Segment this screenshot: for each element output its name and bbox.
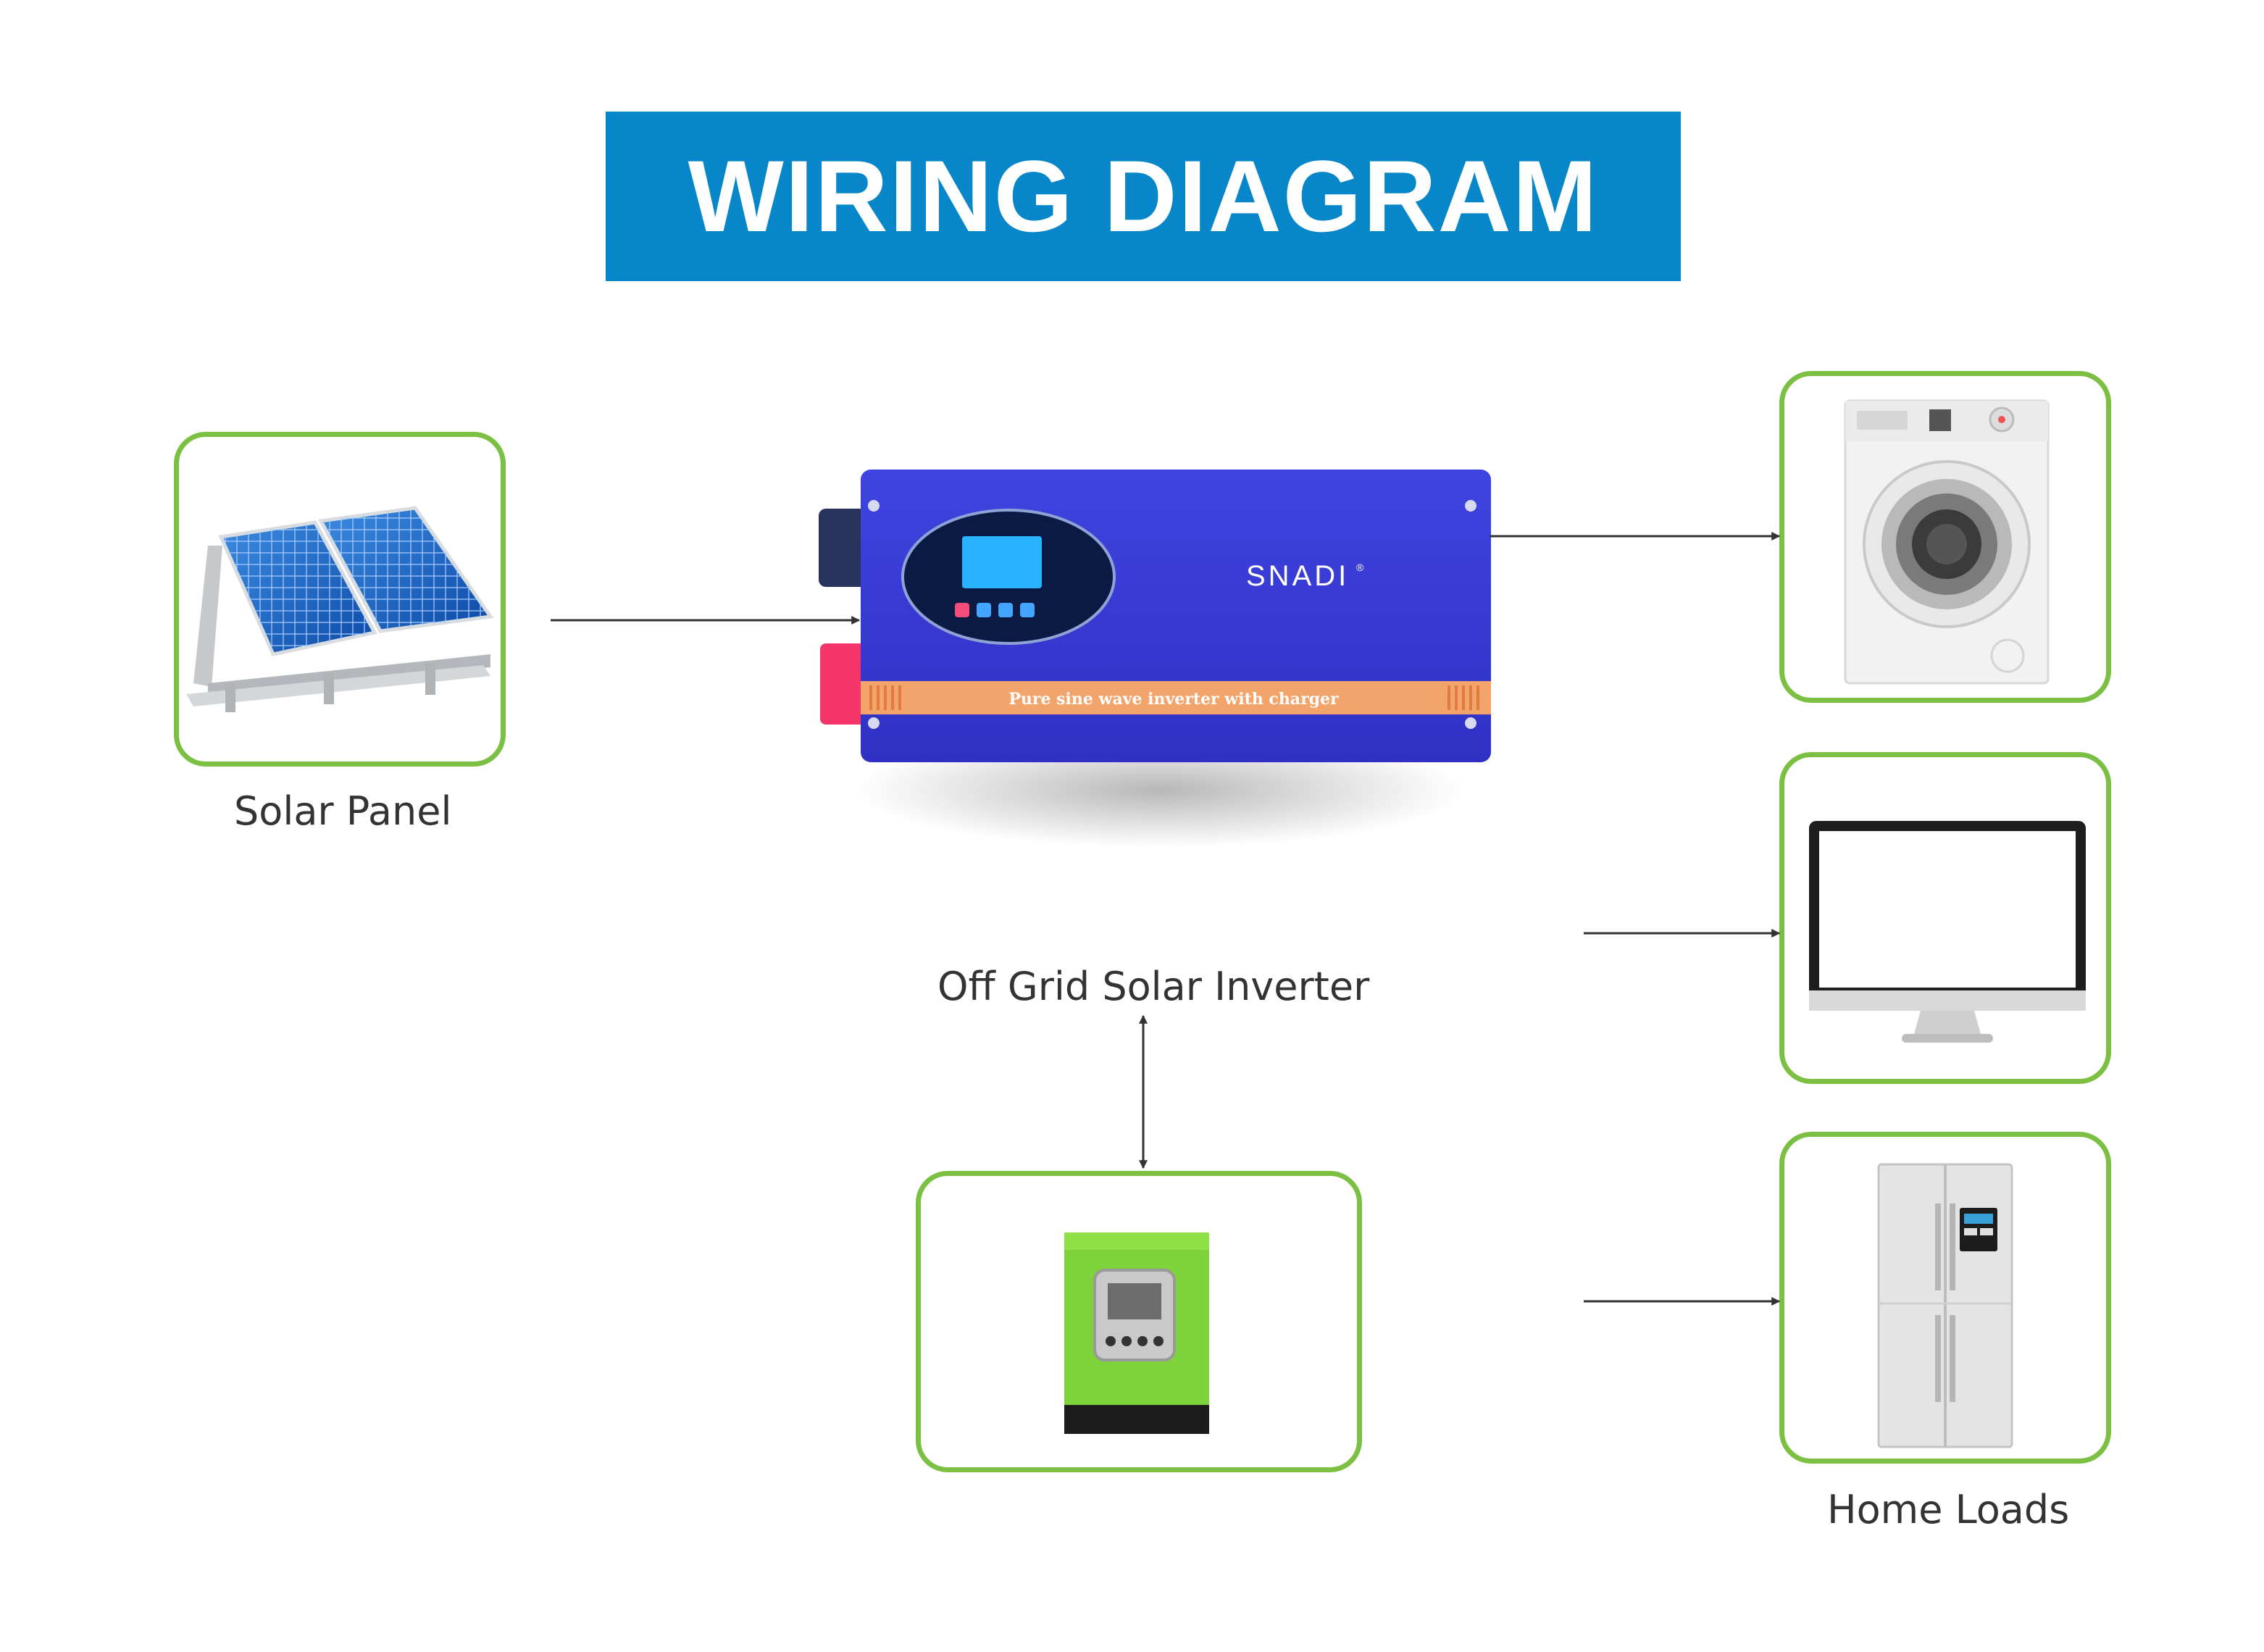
inverter-icon: SNADI ® Pure sine wave inverter with cha… bbox=[819, 470, 1491, 848]
washing-machine-icon bbox=[1844, 399, 2050, 685]
title-banner: WIRING DIAGRAM bbox=[606, 112, 1681, 281]
brand-registered-mark: ® bbox=[1356, 562, 1364, 573]
brand-logo: SNADI bbox=[1246, 560, 1349, 592]
washing-machine-box bbox=[1779, 371, 2111, 703]
inverter-stripe-text: Pure sine wave inverter with charger bbox=[1008, 690, 1339, 709]
refrigerator-box bbox=[1779, 1132, 2111, 1464]
page-title: WIRING DIAGRAM bbox=[688, 139, 1599, 253]
solar-panel-box bbox=[174, 432, 506, 767]
solar-panel-icon bbox=[186, 506, 494, 712]
inverter-label: Off Grid Solar Inverter bbox=[937, 964, 1370, 1009]
charge-controller-box bbox=[916, 1171, 1362, 1472]
home-loads-label: Home Loads bbox=[1827, 1487, 2070, 1532]
charge-controller-icon bbox=[1064, 1232, 1209, 1434]
monitor-box bbox=[1779, 752, 2111, 1084]
solar-panel-label: Solar Panel bbox=[234, 788, 452, 834]
monitor-icon bbox=[1809, 821, 2086, 1043]
inverter-device: SNADI ® Pure sine wave inverter with cha… bbox=[811, 464, 1500, 891]
refrigerator-icon bbox=[1877, 1163, 2013, 1448]
